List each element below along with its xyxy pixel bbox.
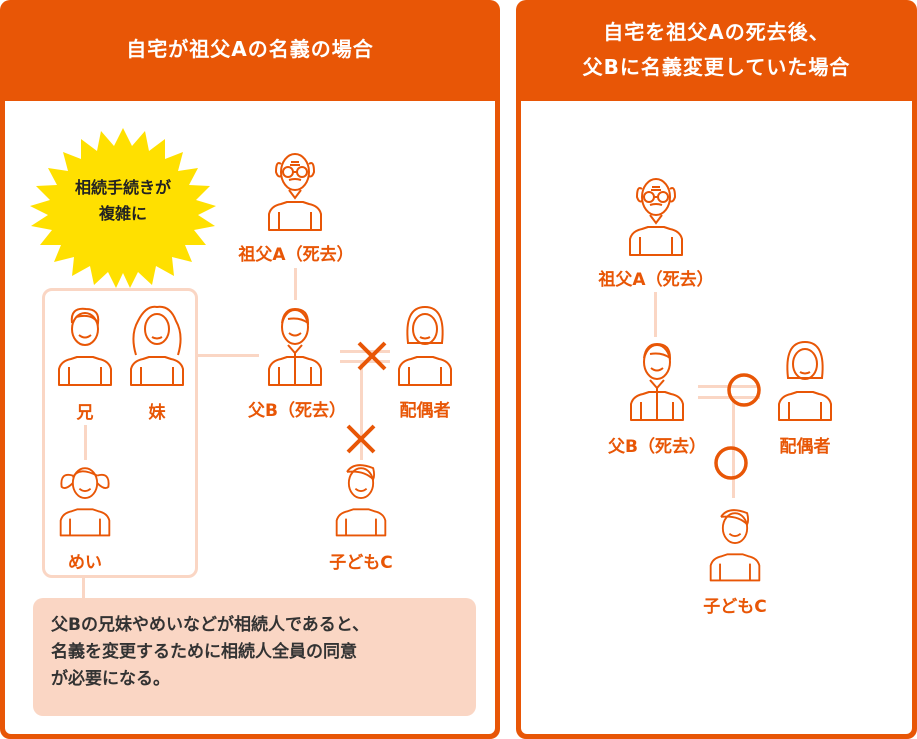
brother-avatar [54,305,116,391]
cross-mark-child [345,423,377,459]
starburst-icon [30,128,216,288]
explanation-callout: 父Bの兄妹やめいなどが相続人であると、 名義を変更するために相続人全員の同意 が… [33,598,476,716]
right-panel-body [521,101,912,734]
elderly-man-icon [629,178,683,256]
child-label-right: 子どもC [703,597,767,617]
right-panel-title-line2: 父Bに名義変更していた場合 [582,55,851,79]
child-label: 子どもC [329,553,393,573]
callout-line2: 名義を変更するために相続人全員の同意 [51,642,357,662]
man-icon [268,307,322,386]
spouse-avatar-right [774,340,836,426]
sister-label: 妹 [148,403,166,423]
circle-mark-child [713,445,749,485]
circle-icon [727,373,761,407]
child-avatar [332,460,390,542]
young-man-icon [58,307,112,386]
connector-marriage-2-right [698,396,760,399]
father-avatar [264,305,326,391]
child-avatar-right [706,505,764,587]
callout-line1: 父Bの兄妹やめいなどが相続人であると、 [51,615,370,635]
spouse-label-right: 配偶者 [779,437,831,457]
niece-avatar [56,460,114,542]
father-label-right: 父B（死去） [608,437,706,457]
grandfather-label-right: 祖父A（死去） [598,270,714,290]
man-icon [630,342,684,421]
boy-icon [335,464,387,537]
right-panel: 自宅を祖父Aの死去後、 父Bに名義変更していた場合 [516,0,917,739]
burst-line1: 相続手続きが [74,178,171,197]
spouse-avatar [394,305,456,391]
long-hair-woman-icon [130,305,184,386]
cross-icon [357,341,387,371]
burst-line2: 複雑に [98,204,147,223]
connector-grandfather-father-right [654,292,657,337]
connector-father-child [360,362,363,460]
cross-mark-spouse [356,340,388,376]
girl-icon [59,467,111,537]
grandfather-avatar [264,150,326,236]
sister-avatar [126,305,188,391]
right-panel-title-line1: 自宅を祖父Aの死去後、 [603,20,830,44]
elderly-man-icon [268,153,322,231]
complexity-burst: 相続手続きが 複雑に [28,128,218,288]
woman-icon [778,340,832,421]
left-panel-title: 自宅が祖父Aの名義の場合 [126,37,374,61]
connector-grandfather-father [294,268,297,300]
siblings-group-box [42,288,198,578]
niece-label: めい [68,553,102,573]
connector-box-callout [82,578,85,600]
spouse-label: 配偶者 [399,401,451,421]
brother-label: 兄 [76,403,94,423]
cross-icon [346,424,376,454]
circle-mark-spouse [726,372,762,412]
connector-brother-niece [84,425,87,460]
father-label: 父B（死去） [248,401,346,421]
grandfather-avatar-right [625,175,687,261]
callout-line3: が必要になる。 [51,669,170,689]
woman-icon [398,305,452,386]
grandfather-label: 祖父A（死去） [238,245,354,265]
boy-icon [709,509,761,582]
circle-icon [714,446,748,480]
connector-siblings-father [197,354,259,357]
father-avatar-right [626,340,688,426]
